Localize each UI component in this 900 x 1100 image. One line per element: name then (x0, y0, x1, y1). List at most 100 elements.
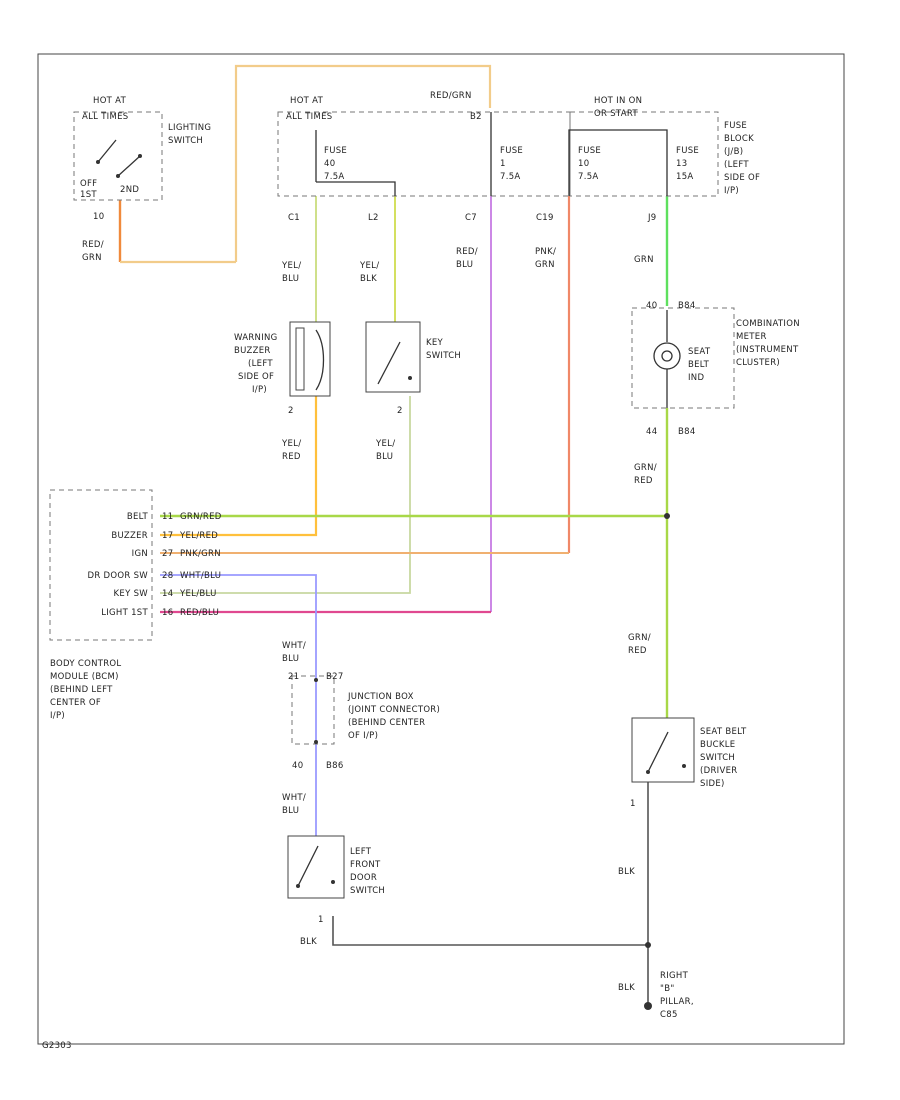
bcm-caption-0: BODY CONTROL (50, 659, 121, 669)
bcm-row-pin: 17 (162, 531, 173, 541)
meter-ind-3: IND (688, 373, 704, 383)
meter-l4: CLUSTER) (736, 358, 780, 368)
fuse-a-bus2 (316, 181, 396, 196)
buzzer-l1: WARNING (234, 333, 278, 343)
wires (118, 64, 669, 1004)
wire-yel-blu-key (160, 396, 411, 594)
seat-belt-caption-2: SWITCH (700, 753, 735, 763)
jb-conn-bot: B86 (326, 761, 344, 771)
seat-belt-switch: SEAT BELT BUCKLE SWITCH (DRIVER SIDE) 1 (630, 717, 747, 809)
fuse-a-redgrn: RED/GRN (430, 91, 472, 101)
diagram-border (37, 53, 845, 1045)
buzzer-inner (295, 327, 305, 391)
fuse-b-label-4: (LEFT (724, 160, 749, 170)
fuse-b-2b: 13 (676, 159, 687, 169)
fuse-box-b-outline (569, 111, 719, 197)
label-blk-1: BLK (618, 867, 635, 877)
bcm-row-pin: 11 (162, 512, 173, 522)
lighting-node-b (116, 174, 120, 178)
seat-belt-switch-box (631, 717, 695, 783)
fuse-b-1b: 10 (578, 159, 589, 169)
jb-caption-0: JUNCTION BOX (347, 692, 414, 702)
jb-pin-top: 21 (288, 672, 299, 682)
fuse-b-label-2: BLOCK (724, 134, 754, 144)
buzzer-l3: (LEFT (248, 359, 273, 369)
jb-caption-2: (BEHIND CENTER (348, 718, 425, 728)
meter-lamp-center (661, 350, 673, 362)
buzzer-l4: SIDE OF (238, 372, 274, 382)
bcm-row-wire: YEL/RED (179, 531, 218, 541)
fuse-b-label-3: (J/B) (724, 147, 743, 157)
bcm-row-label: BUZZER (111, 531, 148, 541)
label-grn-red2-1: GRN/ (628, 633, 651, 643)
pin-j9: J9 (647, 213, 657, 223)
buzzer-box (289, 321, 331, 397)
door-caption-3: SWITCH (350, 886, 385, 896)
wire-labels-middle: YEL/ RED YEL/ BLU GRN/ RED (281, 439, 657, 486)
lighting-node-a (96, 160, 100, 164)
fuse-a-1b: 40 (324, 159, 335, 169)
lighting-pos-1st: 1ST (80, 190, 97, 200)
jb-conn-top: B27 (326, 672, 344, 682)
label-blk-2: BLK (300, 937, 317, 947)
jb-caption-1: (JOINT CONNECTOR) (348, 705, 440, 715)
bcm-row-pin: 14 (162, 589, 173, 599)
ground-caption-1: "B" (660, 984, 675, 994)
key-switch-l2: SWITCH (426, 351, 461, 361)
wire-yel-red (160, 396, 318, 537)
bcm-row-label: KEY SW (114, 589, 149, 599)
seat-belt-caption-0: SEAT BELT (700, 727, 747, 737)
label-grn-red-1: GRN/ (634, 463, 657, 473)
wire-wht-blu (160, 574, 317, 836)
door-switch-blade (297, 845, 319, 887)
bcm-row-pin: 16 (162, 608, 173, 618)
bcm-row-pin: 27 (162, 549, 173, 559)
label-grn: GRN (634, 255, 654, 265)
label-wht-blu2-2: BLU (282, 806, 299, 816)
jb-node-top (314, 678, 318, 682)
buzzer-pin: 2 (288, 406, 294, 416)
key-switch-l1: KEY (426, 338, 444, 348)
key-switch: KEY SWITCH 2 (365, 321, 461, 416)
buzzer-l5: I/P) (252, 385, 267, 395)
label-red-blu-1: RED/ (456, 247, 478, 257)
label-wht-blu-1: WHT/ (282, 641, 306, 651)
key-switch-box (365, 321, 421, 393)
pin-labels: C1 L2 C7 C19 J9 (288, 213, 657, 223)
lighting-node-c (138, 154, 142, 158)
junction-box: 21 B27 JUNCTION BOX (JOINT CONNECTOR) (B… (288, 672, 440, 771)
key-switch-node (408, 376, 412, 380)
door-caption-0: LEFT (350, 847, 372, 857)
label-red-blu-2: BLU (456, 260, 473, 270)
door-switch: LEFT FRONT DOOR SWITCH 1 (287, 835, 385, 925)
jb-node-bot (314, 740, 318, 744)
bcm-caption-1: MODULE (BCM) (50, 672, 119, 682)
lighting-switch-box (73, 111, 163, 201)
lighting-hot-at-sub: ALL TIMES (82, 112, 129, 122)
lighting-pos-2nd: 2ND (120, 185, 139, 195)
fuse-b-1c: 7.5A (578, 172, 599, 182)
bcm-caption-3: CENTER OF (50, 698, 101, 708)
wire-labels-lower: WHT/ BLU GRN/ RED WHT/ BLU BLK BLK BLK (282, 633, 651, 993)
label-blk-3: BLK (618, 983, 635, 993)
door-switch-node-b (331, 880, 335, 884)
fuse-b-hot-at: HOT IN ON (594, 96, 642, 106)
label-yel-blu2-2: BLU (376, 452, 393, 462)
lighting-hot-at: HOT AT (93, 96, 127, 106)
fuse-b-2a: FUSE (676, 146, 699, 156)
fuse-b-bus (568, 129, 668, 196)
fuse-a-hot-at: HOT AT (290, 96, 324, 106)
lighting-contact-2 (117, 155, 141, 177)
label-yel-red-1: YEL/ (281, 439, 301, 449)
junction-box-outline (291, 675, 335, 745)
fuse-box-a: HOT AT ALL TIMES RED/GRN B2 FUSE 40 7.5A… (277, 91, 571, 197)
meter-lamp (653, 342, 681, 370)
bcm-row-label: BELT (127, 512, 149, 522)
pin-c19: C19 (536, 213, 554, 223)
fuse-b-1a: FUSE (578, 146, 601, 156)
meter-ind-1: SEAT (688, 347, 711, 357)
splice-ground (645, 942, 651, 948)
seat-belt-caption-3: (DRIVER (700, 766, 737, 776)
ground: RIGHT "B" PILLAR, C85 (644, 942, 694, 1020)
